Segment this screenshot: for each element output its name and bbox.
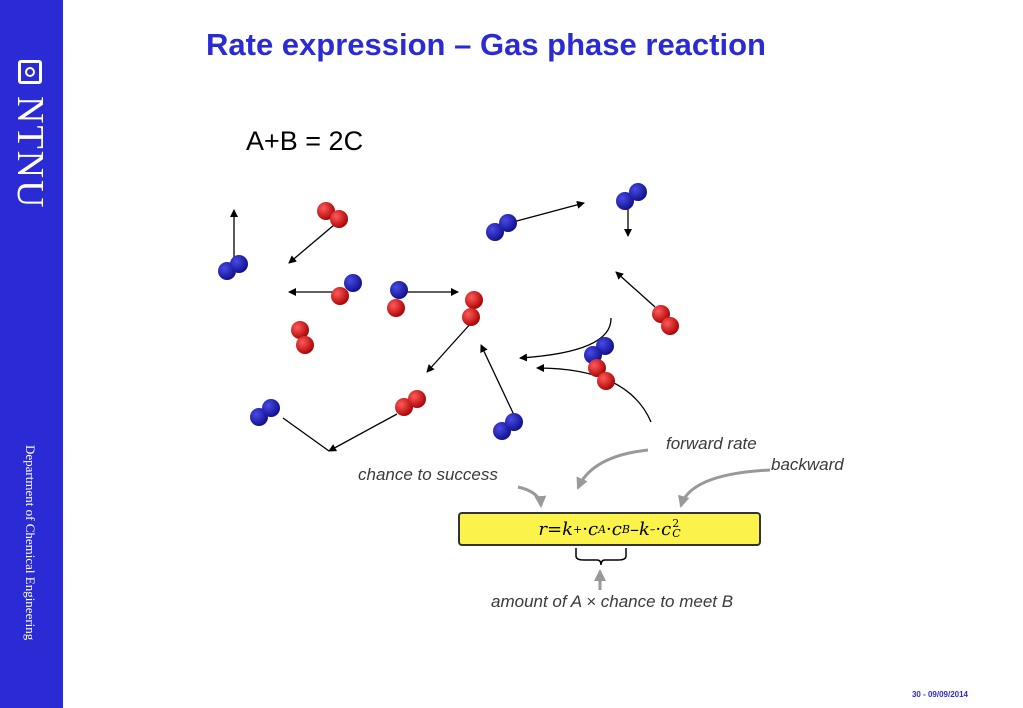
molecule-ab-3 <box>387 281 408 317</box>
molecule-bb-3 <box>250 399 280 426</box>
arrow-cc-upleft <box>615 271 656 308</box>
label-forward-rate: forward rate <box>666 434 757 453</box>
label-chance-to-success: chance to success <box>358 465 498 484</box>
annotation-arrow-success <box>517 485 547 508</box>
molecule-ab-4 <box>584 337 615 390</box>
arrow-cc-downleft <box>288 224 335 264</box>
annotation-arrow-backward <box>677 468 771 508</box>
underbrace <box>575 548 627 566</box>
molecule-cc-3 <box>462 291 483 326</box>
slide-title: Rate expression – Gas phase reaction <box>206 27 766 62</box>
arrow-path-2 <box>328 413 398 452</box>
reaction-equation: A+B = 2C <box>246 126 364 156</box>
department-name: Department of Chemical Engineering <box>23 445 38 641</box>
trajectory-arrows <box>230 200 656 452</box>
ntnu-logo-icon <box>18 60 42 84</box>
molecule-cc-1 <box>317 202 348 228</box>
molecules <box>218 183 679 440</box>
label-amount-chance: amount of A × chance to meet B <box>491 592 734 611</box>
molecule-bb-2 <box>616 183 647 210</box>
ntnu-logo-text: NTNU <box>9 96 51 210</box>
molecule-cc-5 <box>395 390 426 416</box>
molecule-cc-4 <box>652 305 679 335</box>
molecule-cc-2 <box>291 321 314 354</box>
annotation-arrow-forward <box>576 448 649 490</box>
slide-footer: 30 - 09/09/2014 <box>911 690 968 699</box>
molecule-bb-4 <box>493 413 523 440</box>
molecule-ab-2 <box>331 274 362 305</box>
arrow-ab-upleft <box>480 344 515 416</box>
ntnu-sidebar: NTNU Department of Chemical Engineering <box>0 0 63 708</box>
label-backward: backward <box>771 455 844 474</box>
annotation-arrows <box>517 448 771 590</box>
molecule-ab-1 <box>218 255 248 280</box>
arrow-path-1 <box>282 417 330 452</box>
arrow-curved-in-1 <box>519 317 612 362</box>
arrow-cc-downleft-2 <box>426 321 473 373</box>
arrow-bb-right <box>512 200 585 223</box>
molecule-bb-1 <box>486 214 517 241</box>
